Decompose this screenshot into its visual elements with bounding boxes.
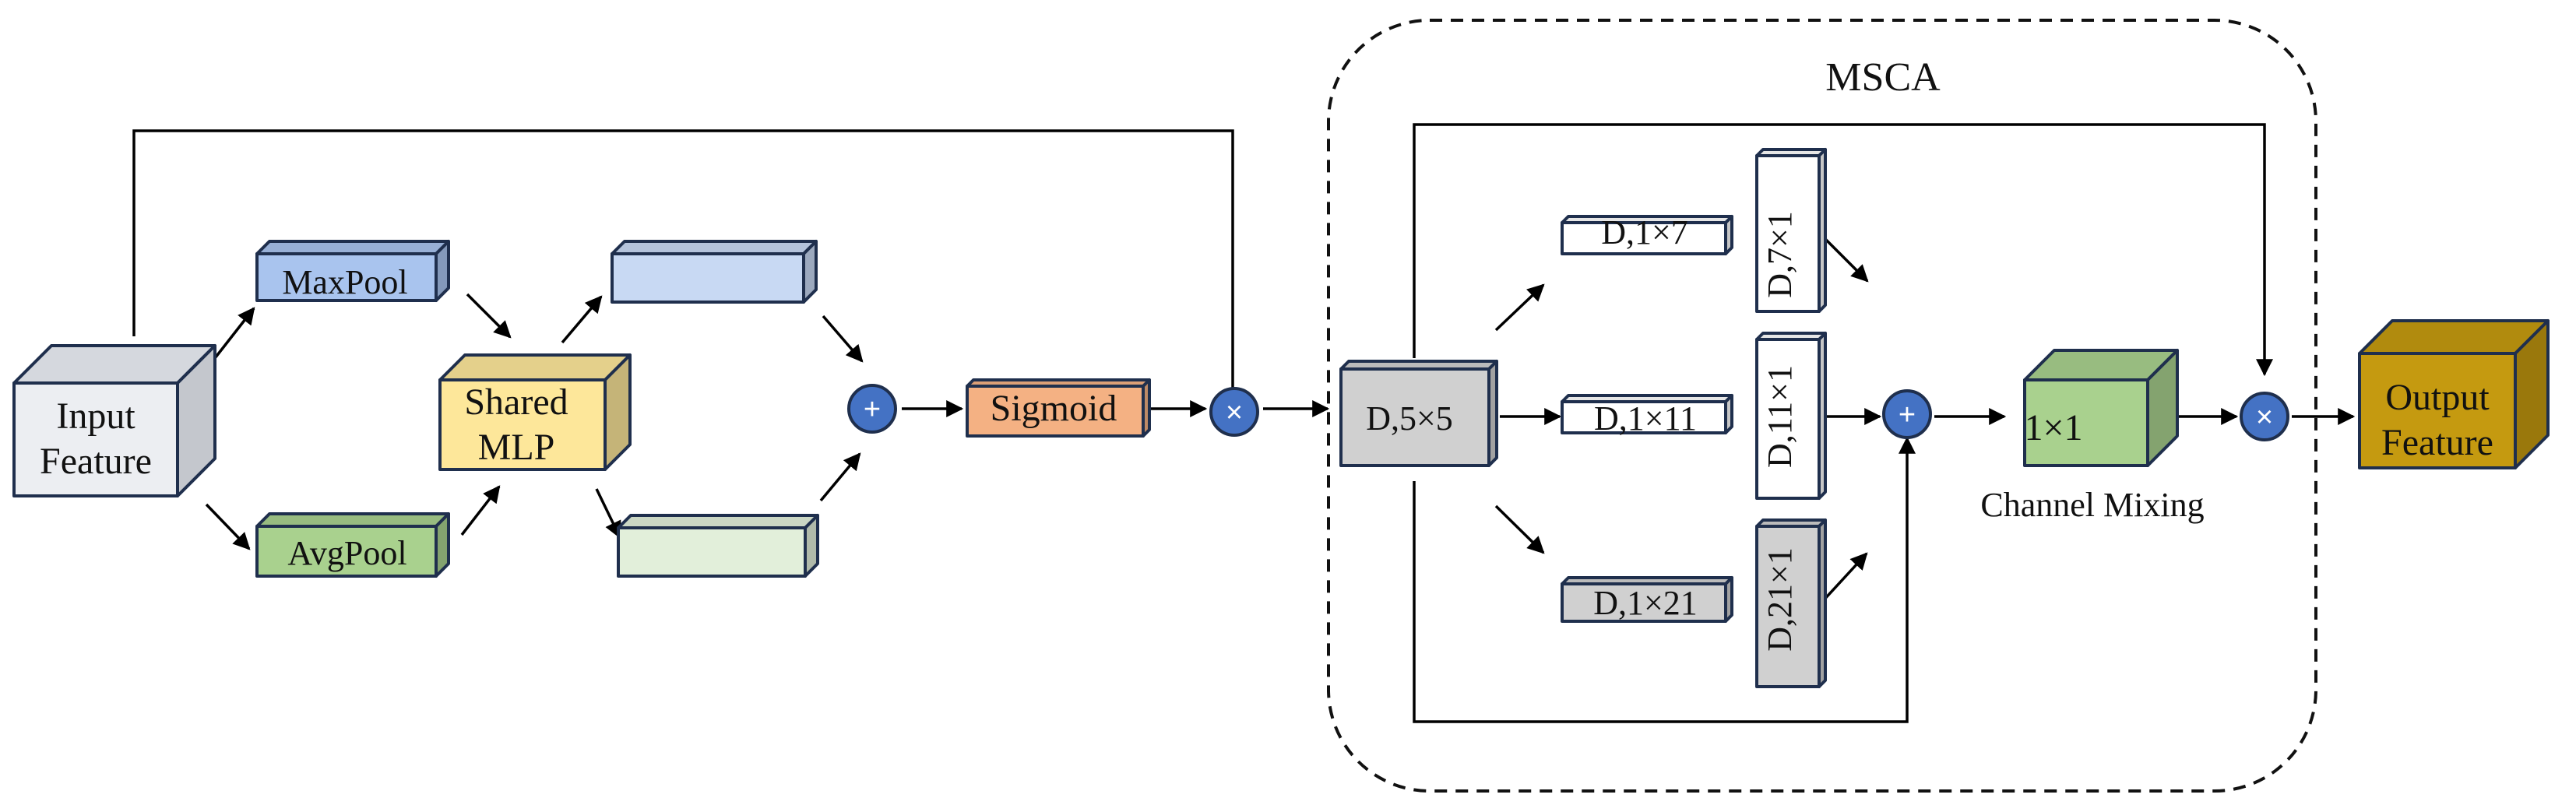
arrow-v1-add — [1824, 237, 1869, 283]
mlp-out-bottom-block-side — [804, 514, 819, 578]
h2-block — [1561, 394, 1733, 434]
operators: + × + × — [847, 384, 2289, 441]
h3-block — [1561, 576, 1733, 623]
connectors — [132, 123, 2356, 723]
msca-mul-circle — [2240, 392, 2289, 441]
dw5-block-side — [1487, 360, 1498, 467]
mlp-label-line2: MLP — [478, 427, 555, 468]
v3-block-side — [1818, 518, 1827, 688]
input-feature-block-side — [176, 344, 216, 497]
msca-add-circle — [1882, 389, 1932, 439]
sigmoid-block-top — [966, 378, 1151, 388]
arrow-input-maxpool — [213, 307, 255, 360]
msca-mul-symbol: × — [2256, 401, 2273, 434]
output-feature-block-side — [2514, 319, 2550, 469]
maxpool-block-side — [435, 240, 450, 302]
v3-block-top — [1755, 518, 1827, 528]
shared-mlp-block-side — [604, 353, 632, 471]
v1-block — [1755, 148, 1827, 313]
cam-add-symbol: + — [864, 393, 881, 426]
mlp-out-top-block-top — [611, 240, 818, 255]
arrow-maxpool-mlp — [466, 293, 512, 339]
msca-title: MSCA — [1825, 55, 1941, 100]
msca-mul-operator: × — [2240, 392, 2289, 441]
cam-add-operator: + — [847, 384, 897, 434]
mlp-out-bottom-block-top — [617, 514, 819, 529]
v2-block-side — [1818, 332, 1827, 500]
avgpool-block-side — [435, 512, 450, 578]
avgpool-block — [255, 512, 450, 578]
v3-block — [1755, 518, 1827, 688]
v2-block-top — [1755, 332, 1827, 341]
maxpool-label: MaxPool — [282, 263, 407, 301]
h3-label: D,1×21 — [1593, 584, 1698, 622]
dw5-label: D,5×5 — [1366, 399, 1453, 438]
arrow-v3-add — [1820, 552, 1868, 604]
v1-label: D,7×1 — [1761, 211, 1799, 298]
maxpool-block — [255, 240, 450, 302]
sigmoid-block — [966, 378, 1151, 438]
v1-block-top — [1755, 148, 1827, 157]
mlp-out-top-block — [611, 240, 818, 304]
h3-block-side — [1724, 576, 1733, 623]
cam-add-circle — [847, 384, 897, 434]
blocks — [12, 148, 2550, 688]
dw5-block-top — [1339, 360, 1498, 371]
mlp-out-top-block-front — [611, 252, 805, 304]
msca-add-symbol: + — [1899, 399, 1916, 431]
dw5-block — [1339, 360, 1498, 467]
arrow-mlp-out-bottom — [595, 488, 621, 539]
v3-label: D,21×1 — [1761, 547, 1799, 652]
sigmoid-label: Sigmoid — [991, 388, 1117, 429]
arrow-input-avgpool — [205, 503, 251, 550]
sigmoid-block-side — [1142, 378, 1151, 438]
msca-add-operator: + — [1882, 389, 1932, 439]
mix-caption: Channel Mixing — [1980, 486, 2204, 524]
mlp-out-top-block-side — [802, 240, 818, 304]
cam-mul-operator: × — [1209, 387, 1259, 437]
v2-block — [1755, 332, 1827, 500]
avgpool-label: AvgPool — [287, 534, 406, 572]
mlp-out-bottom-block-front — [617, 526, 807, 578]
output-feature-block — [2358, 319, 2550, 469]
msca-container — [1327, 19, 2317, 793]
mix-label: 1×1 — [2024, 407, 2082, 448]
msca-identity-line — [1413, 436, 1916, 723]
labels: Input Feature MaxPool AvgPool Shared MLP… — [40, 211, 2493, 652]
arrow-mlp-out-top — [561, 295, 603, 344]
arrow-out-top-add — [822, 315, 864, 363]
arrow-avgpool-mlp — [460, 485, 501, 536]
arrow-out-bottom-add — [819, 452, 861, 502]
v1-block-side — [1818, 148, 1827, 313]
cam-mul-circle — [1209, 387, 1259, 437]
arrow-dw5-h1 — [1494, 283, 1545, 332]
h2-label: D,1×11 — [1594, 399, 1697, 438]
maxpool-block-top — [255, 240, 450, 255]
h1-block — [1561, 215, 1733, 255]
shared-mlp-block-top — [438, 353, 632, 381]
msca-skip-line — [1413, 123, 2273, 377]
input-feature-block — [12, 344, 216, 497]
output-label-line2: Feature — [2381, 422, 2493, 463]
mlp-out-bottom-block — [617, 514, 819, 578]
mlp-label-line1: Shared — [464, 381, 568, 423]
input-label-line2: Feature — [40, 441, 152, 482]
h1-label: D,1×7 — [1601, 213, 1688, 251]
output-label-line1: Output — [2385, 377, 2490, 418]
cam-mul-symbol: × — [1226, 396, 1243, 429]
channel-mix-block-side — [2146, 349, 2179, 467]
v2-label: D,11×1 — [1761, 365, 1799, 468]
h2-block-side — [1724, 394, 1733, 434]
shared-mlp-block — [438, 353, 632, 471]
channel-mix-block — [2023, 349, 2179, 467]
arrow-dw5-h3 — [1494, 504, 1545, 554]
avgpool-block-top — [255, 512, 450, 528]
h3-block-top — [1561, 576, 1733, 585]
h1-block-side — [1724, 215, 1733, 255]
input-label-line1: Input — [56, 395, 135, 437]
input-skip-line — [132, 129, 1241, 407]
